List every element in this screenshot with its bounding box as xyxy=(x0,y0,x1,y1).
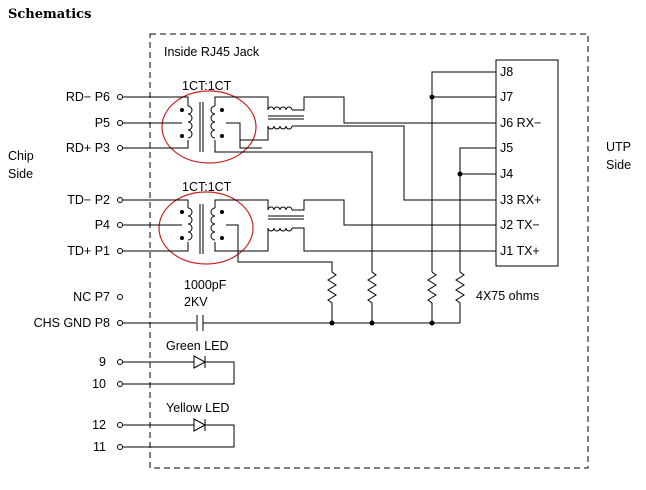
pin-label-j4: J4 xyxy=(500,167,513,181)
chip-side-label-2: Side xyxy=(8,167,33,181)
capacitor-voltage: 2KV xyxy=(184,295,208,309)
ground-capacitor: 1000pF 2KV xyxy=(123,278,227,331)
pin-label-j1: J1 TX+ xyxy=(500,244,540,258)
utp-connector-box xyxy=(495,59,559,267)
pin-label-p7: NC P7 xyxy=(73,290,110,304)
pin-label-p5: P5 xyxy=(95,116,110,130)
rx-transformer: 1CT:1CT xyxy=(123,79,496,201)
pin-label-p4: P4 xyxy=(95,218,110,232)
tx-transformer: 1CT:1CT xyxy=(123,180,496,272)
pin-label-j6: J6 RX− xyxy=(500,116,541,130)
rx-highlight-circle xyxy=(161,90,257,164)
pin-label-10: 10 xyxy=(92,377,106,391)
pin-label-j5: J5 xyxy=(500,141,513,155)
tx-transformer-ratio: 1CT:1CT xyxy=(182,180,232,194)
pin-label-p8: CHS GND P8 xyxy=(34,316,110,330)
pin-label-j2: J2 TX− xyxy=(500,218,540,232)
utp-side-label-2: Side xyxy=(606,158,631,172)
utp-side-label-1: UTP xyxy=(606,140,631,154)
chip-side-label-1: Chip xyxy=(8,149,34,163)
pin-label-j3: J3 RX+ xyxy=(500,193,541,207)
rx-transformer-ratio: 1CT:1CT xyxy=(182,79,232,93)
schematics-title: Schematics xyxy=(8,7,91,22)
pin-label-p3: RD+ P3 xyxy=(66,141,110,155)
green-led-label: Green LED xyxy=(166,339,229,353)
pin-label-12: 12 xyxy=(92,418,106,432)
pin-label-11: 11 xyxy=(93,440,106,454)
resistor-label: 4X75 ohms xyxy=(476,289,539,303)
left-pin-terminals xyxy=(117,94,123,450)
rj45-enclosure xyxy=(149,33,589,469)
pin-label-p1: TD+ P1 xyxy=(67,244,110,258)
pin-label-j8: J8 xyxy=(500,65,513,79)
yellow-led: Yellow LED xyxy=(123,401,235,448)
pin-label-p6: RD− P6 xyxy=(66,90,110,104)
yellow-led-label: Yellow LED xyxy=(166,401,229,415)
enclosure-title: Inside RJ45 Jack xyxy=(164,45,260,59)
termination-network: 4X75 ohms xyxy=(210,71,539,326)
pin-label-j7: J7 xyxy=(500,90,513,104)
tx-highlight-circle xyxy=(158,191,254,265)
pin-label-p2: TD− P2 xyxy=(67,193,110,207)
pin-label-9: 9 xyxy=(99,355,106,369)
green-led: Green LED xyxy=(123,339,235,385)
capacitor-value: 1000pF xyxy=(184,278,227,292)
